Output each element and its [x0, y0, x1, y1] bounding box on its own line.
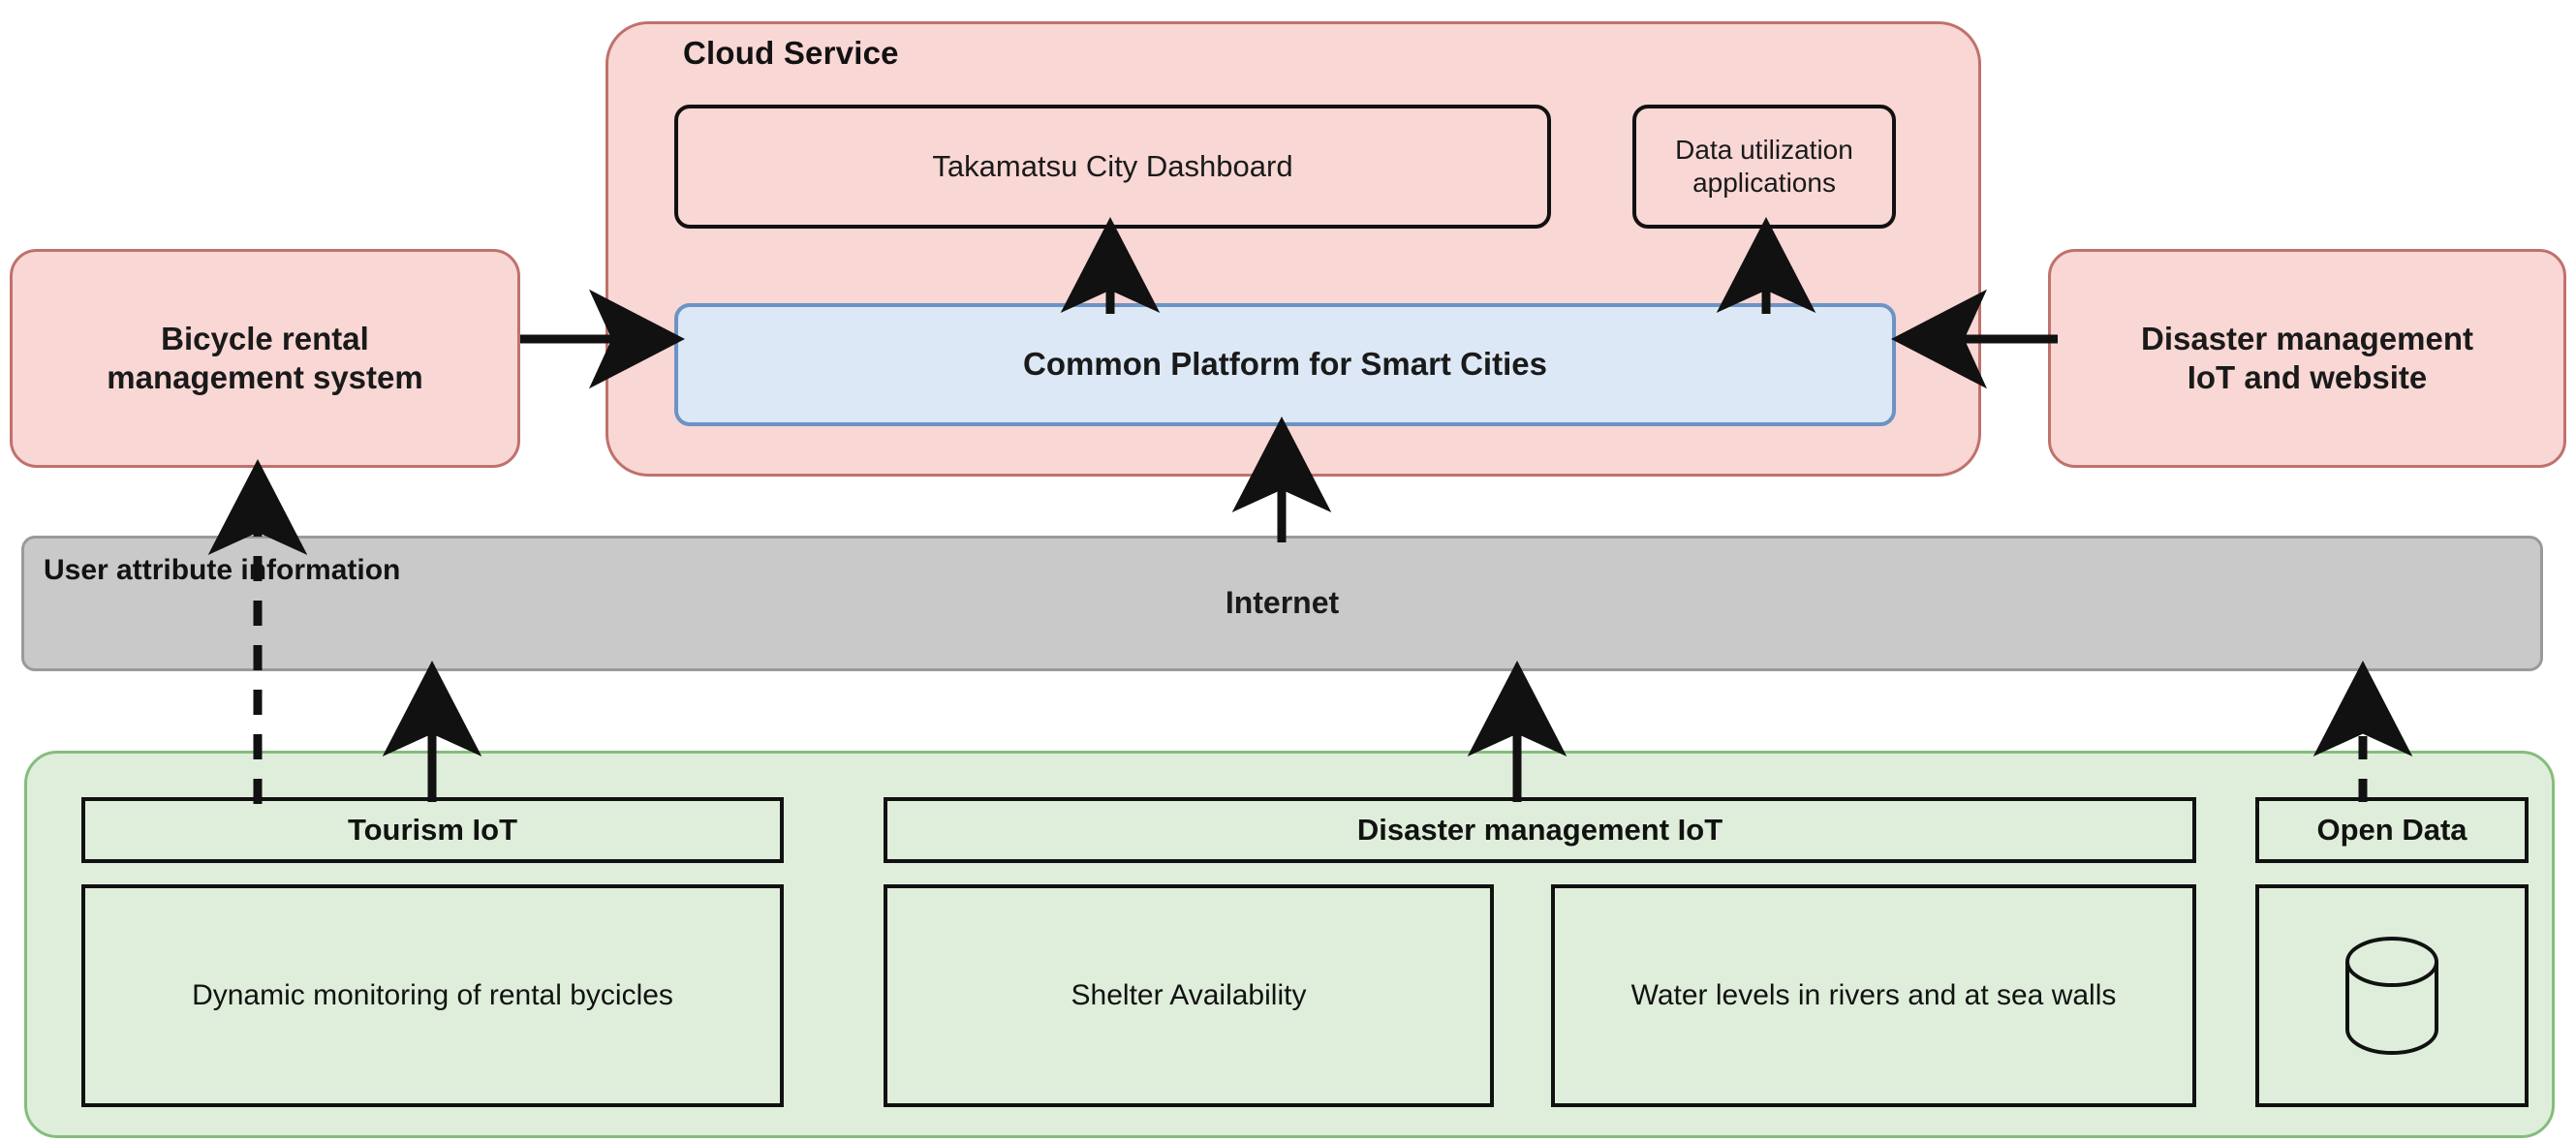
disaster-line-1: Disaster management: [2141, 320, 2473, 356]
connector-platform-to-data-apps: [1716, 217, 1816, 314]
internet-bar: Internet: [21, 536, 2543, 671]
bicycle-line-1: Bicycle rental: [161, 320, 369, 356]
bicycle-rental-label: Bicycle rental management system: [107, 320, 422, 398]
common-platform-box[interactable]: Common Platform for Smart Cities: [674, 303, 1896, 426]
connector-internet-to-platform: [1231, 417, 1332, 542]
open-data-store-box[interactable]: [2255, 884, 2529, 1107]
connector-bicycle-to-platform: [520, 289, 685, 389]
disaster-line-2: IoT and website: [2187, 359, 2428, 395]
open-data-header[interactable]: Open Data: [2255, 797, 2529, 863]
connector-tourism-iot-to-internet: [382, 661, 482, 802]
dynamic-monitoring-rental-bicycles-box[interactable]: Dynamic monitoring of rental bycicles: [81, 884, 784, 1107]
bicycle-rental-management-system-box[interactable]: Bicycle rental management system: [10, 249, 520, 468]
disaster-management-iot-header[interactable]: Disaster management IoT: [884, 797, 2196, 863]
connector-disaster-system-to-platform: [1887, 289, 2058, 389]
data-utilization-applications-box[interactable]: Data utilization applications: [1632, 105, 1896, 229]
water-levels-rivers-sea-walls-box[interactable]: Water levels in rivers and at sea walls: [1551, 884, 2196, 1107]
user-attribute-information-label: User attribute information: [44, 554, 401, 586]
shelter-availability-box[interactable]: Shelter Availability: [884, 884, 1494, 1107]
disaster-management-iot-website-box[interactable]: Disaster management IoT and website: [2048, 249, 2566, 468]
data-apps-line-1: Data utilization: [1675, 134, 1853, 165]
cloud-service-title: Cloud Service: [683, 35, 899, 71]
connector-platform-to-dashboard: [1060, 217, 1161, 314]
disaster-system-label: Disaster management IoT and website: [2141, 320, 2473, 398]
bicycle-line-2: management system: [107, 359, 423, 395]
connector-tourism-iot-to-bicycle-dashed: [207, 459, 308, 804]
tourism-iot-header[interactable]: Tourism IoT: [81, 797, 784, 863]
database-cylinder-icon: [2345, 937, 2438, 1055]
data-apps-line-2: applications: [1692, 168, 1836, 198]
connector-open-data-to-internet-dashed: [2312, 661, 2413, 802]
connector-disaster-iot-to-internet: [1467, 661, 1567, 802]
data-utilization-applications-label: Data utilization applications: [1675, 134, 1853, 200]
takamatsu-city-dashboard-box[interactable]: Takamatsu City Dashboard: [674, 105, 1551, 229]
